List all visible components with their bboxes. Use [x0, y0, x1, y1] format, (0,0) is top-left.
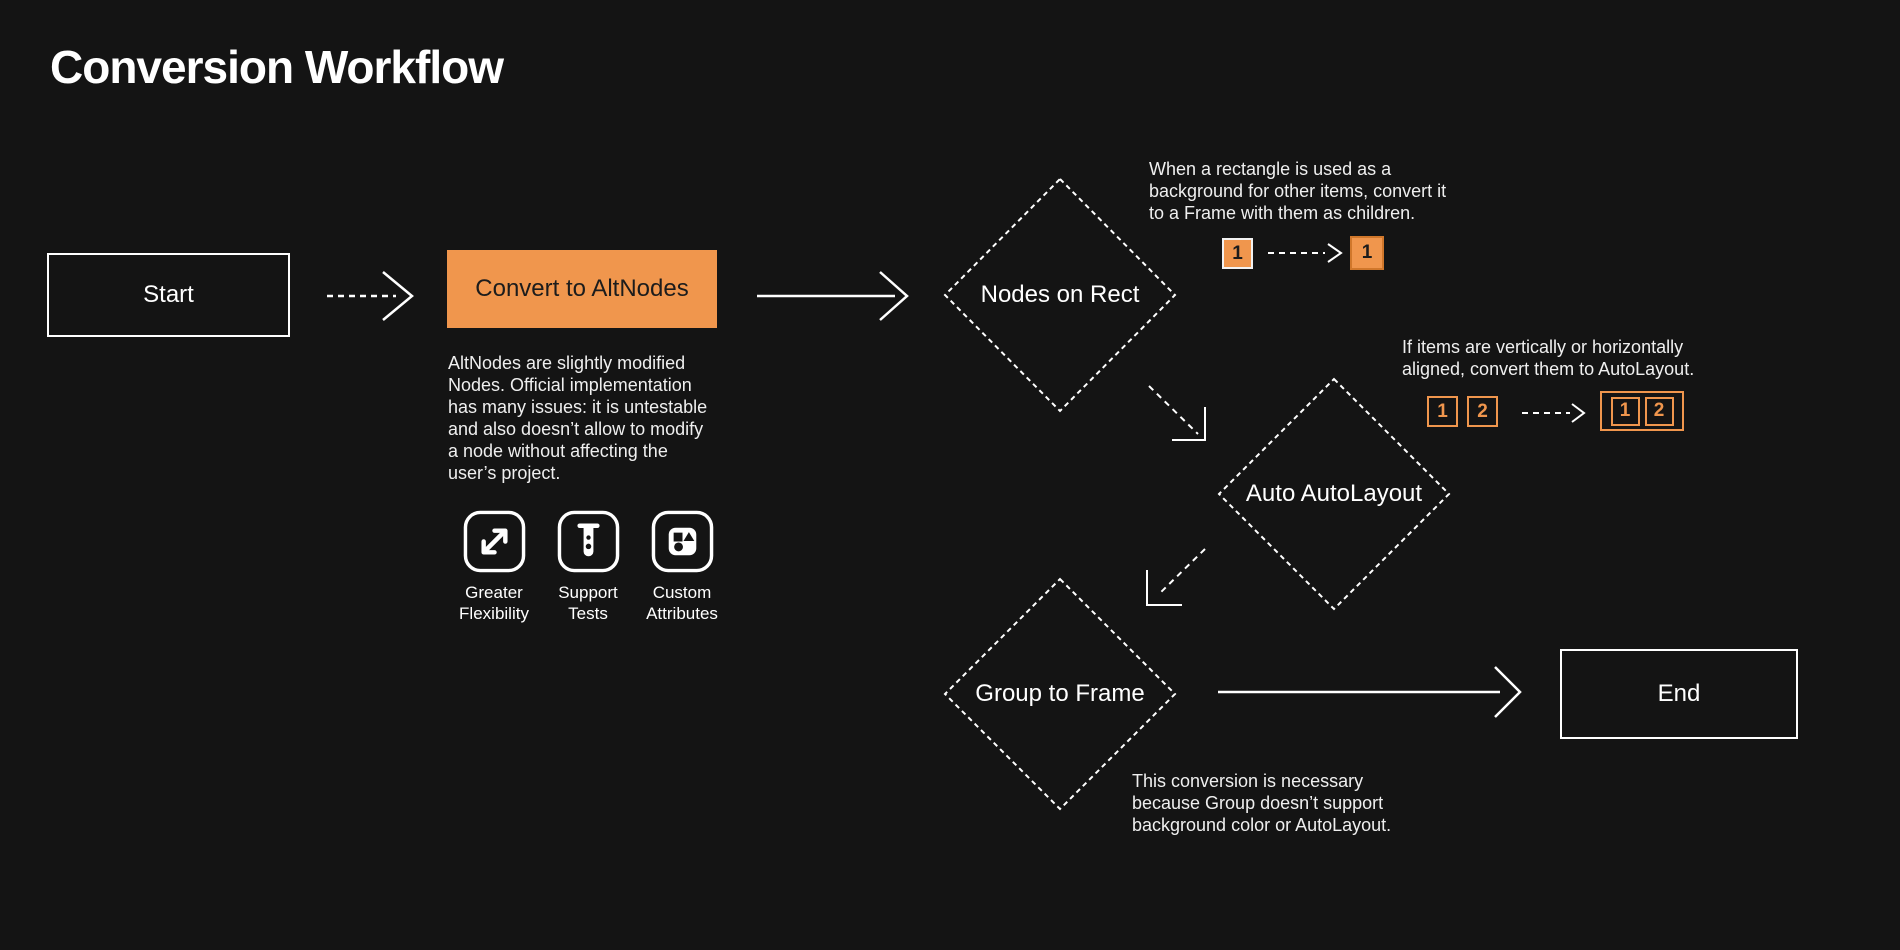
feature-custom-attributes: Custom Attributes	[636, 510, 728, 624]
expand-icon	[463, 510, 525, 573]
test-tube-icon	[557, 510, 619, 573]
group-to-frame-node: Group to Frame	[943, 577, 1177, 811]
auto-autolayout-label: Auto AutoLayout	[1245, 480, 1423, 507]
start-label: Start	[143, 281, 194, 308]
diamond-outline	[943, 577, 1177, 811]
diamond-outline	[943, 177, 1177, 413]
feature-label: Greater Flexibility	[459, 583, 529, 623]
example-item-1: 1	[1427, 396, 1458, 427]
diamond-outline	[1217, 377, 1451, 611]
feature-list: Greater Flexibility Support Tests Custom…	[448, 510, 728, 624]
dashed-arrow-to-group-to-frame	[1146, 548, 1206, 606]
nodes-on-rect-label: Nodes on Rect	[980, 281, 1140, 308]
end-label: End	[1657, 680, 1701, 707]
example-autolayout-group: 1 2	[1600, 391, 1684, 431]
example-digit: 1	[1437, 400, 1448, 422]
example-item-2: 2	[1467, 396, 1498, 427]
dashed-arrow-start-to-convert	[327, 271, 414, 321]
start-node: Start	[47, 253, 290, 337]
auto-autolayout-note: If items are vertically or horizontally …	[1402, 337, 1695, 379]
dashed-arrow-to-auto-autolayout	[1148, 385, 1206, 441]
auto-autolayout-node: Auto AutoLayout	[1217, 377, 1451, 611]
example-digit: 2	[1653, 400, 1665, 421]
example-frame-after: 1	[1350, 236, 1384, 270]
page-title: Conversion Workflow	[50, 41, 504, 93]
dashed-arrow-autolayout-example	[1522, 403, 1586, 423]
end-node: End	[1560, 649, 1798, 739]
convert-to-altnodes-node: Convert to AltNodes	[447, 250, 717, 328]
convert-label: Convert to AltNodes	[475, 275, 689, 302]
nodes-on-rect-node: Nodes on Rect	[943, 177, 1177, 413]
dashed-arrow-rect-example	[1268, 243, 1343, 263]
example-digit: 1	[1232, 242, 1243, 264]
example-grouped-item-1: 1	[1610, 396, 1640, 426]
feature-greater-flexibility: Greater Flexibility	[448, 510, 540, 624]
shapes-icon	[651, 510, 713, 573]
arrow-convert-to-nodes-on-rect	[757, 271, 909, 321]
feature-label: Support Tests	[558, 583, 618, 623]
example-digit: 1	[1619, 400, 1631, 421]
example-digit: 2	[1477, 400, 1488, 422]
example-rect-before: 1	[1222, 238, 1253, 269]
group-to-frame-note: This conversion is necessary because Gro…	[1132, 771, 1392, 835]
altnodes-description: AltNodes are slightly modified Nodes. Of…	[448, 353, 708, 483]
group-to-frame-label: Group to Frame	[975, 680, 1145, 707]
feature-label: Custom Attributes	[646, 583, 718, 623]
arrow-group-to-frame-to-end	[1218, 666, 1522, 718]
example-grouped-item-2: 2	[1644, 396, 1674, 426]
example-digit: 1	[1361, 242, 1373, 263]
nodes-on-rect-note: When a rectangle is used as a background…	[1149, 159, 1447, 223]
feature-support-tests: Support Tests	[542, 510, 634, 624]
